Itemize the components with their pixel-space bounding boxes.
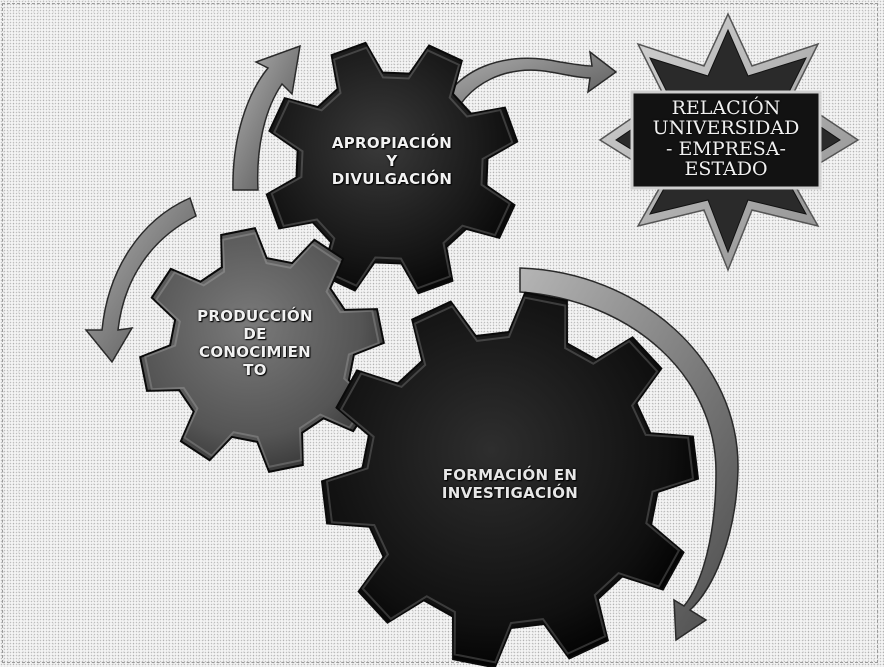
gear-formacion-label: FORMACIÓN EN INVESTIGACIÓN (441, 466, 579, 502)
star-relacion-label: RELACIÓN UNIVERSIDAD - EMPRESA- ESTADO (652, 97, 800, 180)
gear-formacion (320, 291, 700, 667)
gear3-bevel (325, 296, 695, 664)
arrow-up-curve (232, 44, 301, 191)
gear-apropiacion (265, 41, 519, 295)
star-center-box (630, 90, 822, 190)
arrow-down-left-curve (84, 196, 197, 364)
gear3-body (320, 291, 700, 667)
gear1-bevel (270, 46, 514, 290)
star-relacion (598, 12, 860, 273)
gear-apropiacion-label: APROPIACIÓN Y DIVULGACIÓN (331, 134, 453, 188)
star-label-box: RELACIÓN UNIVERSIDAD - EMPRESA- ESTADO (636, 94, 816, 186)
gear-produccion-label: PRODUCCIÓN DE CONOCIMIEN TO (197, 307, 313, 379)
picture-frame (2, 3, 878, 663)
arrow-big-right-curve (519, 267, 739, 642)
gear1-body (265, 41, 519, 295)
arrow-to-star (433, 50, 618, 125)
